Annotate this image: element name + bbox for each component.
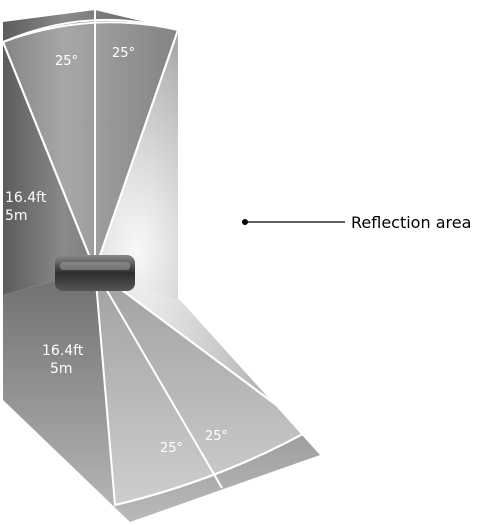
horizontal-distance-feet: 16.4ft (42, 343, 84, 359)
angle-label-bottom-right: 25° (205, 429, 228, 444)
angle-label-top-left: 25° (55, 54, 78, 69)
angle-label-bottom-left: 25° (160, 441, 183, 456)
sensor-device (55, 255, 135, 291)
vertical-distance-meters: 5m (5, 208, 28, 224)
angle-label-top-right: 25° (112, 46, 135, 61)
horizontal-distance-meters: 5m (50, 361, 73, 377)
callout-label: Reflection area (351, 213, 471, 232)
vertical-distance-feet: 16.4ft (5, 190, 47, 206)
